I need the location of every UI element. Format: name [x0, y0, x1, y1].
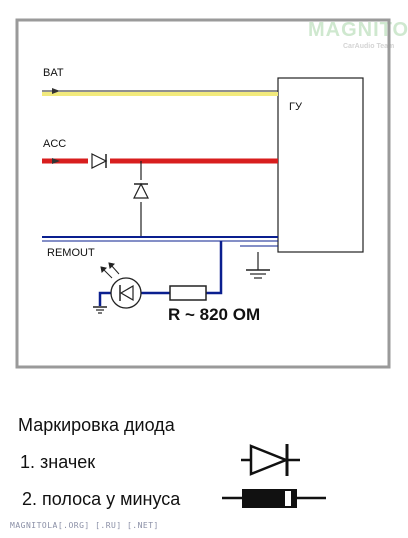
remout-wire — [42, 236, 278, 247]
magnitola-logo: MAGNITOLA CarAudio Team — [308, 19, 408, 50]
bat-wire — [42, 88, 278, 96]
diode-symbol-icon — [241, 444, 300, 476]
remout-label: REMOUT — [47, 247, 95, 259]
resistor-label: R ~ 820 OM — [168, 305, 260, 324]
head-unit-box — [277, 77, 364, 253]
acc-diode-symbol — [88, 153, 110, 169]
led-light-arrows-icon — [100, 262, 120, 279]
diode-stripe-icon — [222, 489, 326, 508]
led-branch-wire — [98, 241, 223, 306]
led-symbol — [110, 277, 142, 309]
acc-wire — [42, 158, 278, 164]
svg-text:MAGNITOLA: MAGNITOLA — [308, 19, 408, 41]
led-ground-symbol — [93, 306, 107, 314]
branch-diode-symbol — [133, 161, 149, 238]
head-unit-ground-symbol — [246, 252, 270, 279]
svg-text:CarAudio Team: CarAudio Team — [343, 43, 394, 50]
legend-title: Маркировка диода — [18, 415, 175, 435]
head-unit-label: ГУ — [289, 101, 303, 113]
legend-item-symbol: 1. значек — [20, 452, 96, 472]
diagram-frame — [15, 18, 391, 369]
resistor-symbol — [169, 285, 207, 301]
acc-label: ACC — [43, 138, 66, 150]
legend-item-stripe: 2. полоса у минуса — [22, 489, 181, 509]
bat-label: BAT — [43, 67, 64, 79]
footer-watermark: MAGNITOLA[.ORG] [.RU] [.NET] — [10, 521, 159, 530]
